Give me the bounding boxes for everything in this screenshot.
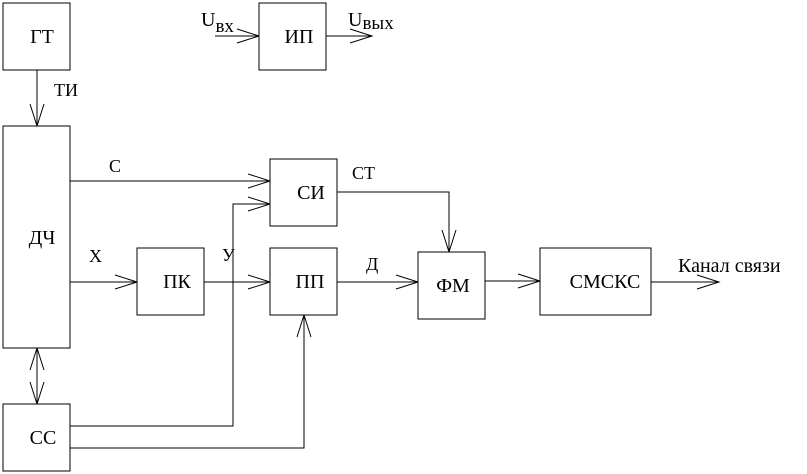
ss-to-si-line — [70, 203, 270, 427]
block-pk-box — [136, 247, 205, 316]
block-ss: СС — [2, 403, 71, 472]
block-gt: ГТ — [2, 2, 71, 71]
block-gt-label: ГТ — [30, 26, 54, 48]
u-out-sub: вых — [362, 13, 394, 34]
block-dch: ДЧ — [2, 125, 71, 349]
ti-label: ТИ — [54, 80, 78, 100]
block-ss-box — [2, 403, 71, 472]
st-line — [337, 191, 450, 252]
u-in-label: Uвх — [201, 9, 234, 37]
block-si-label: СИ — [297, 182, 325, 204]
st-label: СТ — [352, 163, 375, 183]
signal-labels: Uвх Uвых ТИ С Х У СТ Д Канал связи — [54, 9, 781, 277]
block-ss-label: СС — [30, 427, 57, 449]
channel-arrowhead — [696, 274, 721, 290]
u-out-arrowhead — [349, 28, 374, 44]
block-smsks-box — [539, 247, 652, 316]
u-in-main: U — [201, 9, 216, 31]
block-smsks: СМСКС — [539, 247, 652, 316]
x-label: Х — [89, 246, 102, 266]
block-pp-box — [269, 247, 338, 316]
block-ip-box — [258, 2, 327, 71]
block-gt-box — [2, 2, 71, 71]
block-pp-label: ПП — [296, 271, 325, 293]
block-ip: ИП — [258, 2, 327, 71]
block-pp: ПП — [269, 247, 338, 316]
block-ip-label: ИП — [285, 26, 314, 48]
block-dch-box — [2, 125, 71, 349]
u-out-main: U — [348, 9, 363, 31]
u-out-label: Uвых — [348, 9, 394, 34]
block-pk: ПК — [136, 247, 205, 316]
channel-label: Канал связи — [678, 255, 781, 277]
block-smsks-label: СМСКС — [570, 271, 641, 293]
y-label: У — [222, 245, 235, 265]
block-dch-label: ДЧ — [29, 227, 56, 249]
block-fm: ФМ — [417, 251, 486, 320]
d-label: Д — [366, 254, 378, 274]
block-pk-label: ПК — [163, 271, 191, 293]
block-si-box — [269, 158, 338, 227]
ss-to-pp-line — [70, 315, 305, 449]
connections — [29, 28, 721, 449]
block-si: СИ — [269, 158, 338, 227]
u-in-sub: вх — [215, 16, 234, 37]
block-fm-label: ФМ — [436, 275, 470, 297]
c-label: С — [109, 156, 121, 176]
block-fm-box — [417, 251, 486, 320]
